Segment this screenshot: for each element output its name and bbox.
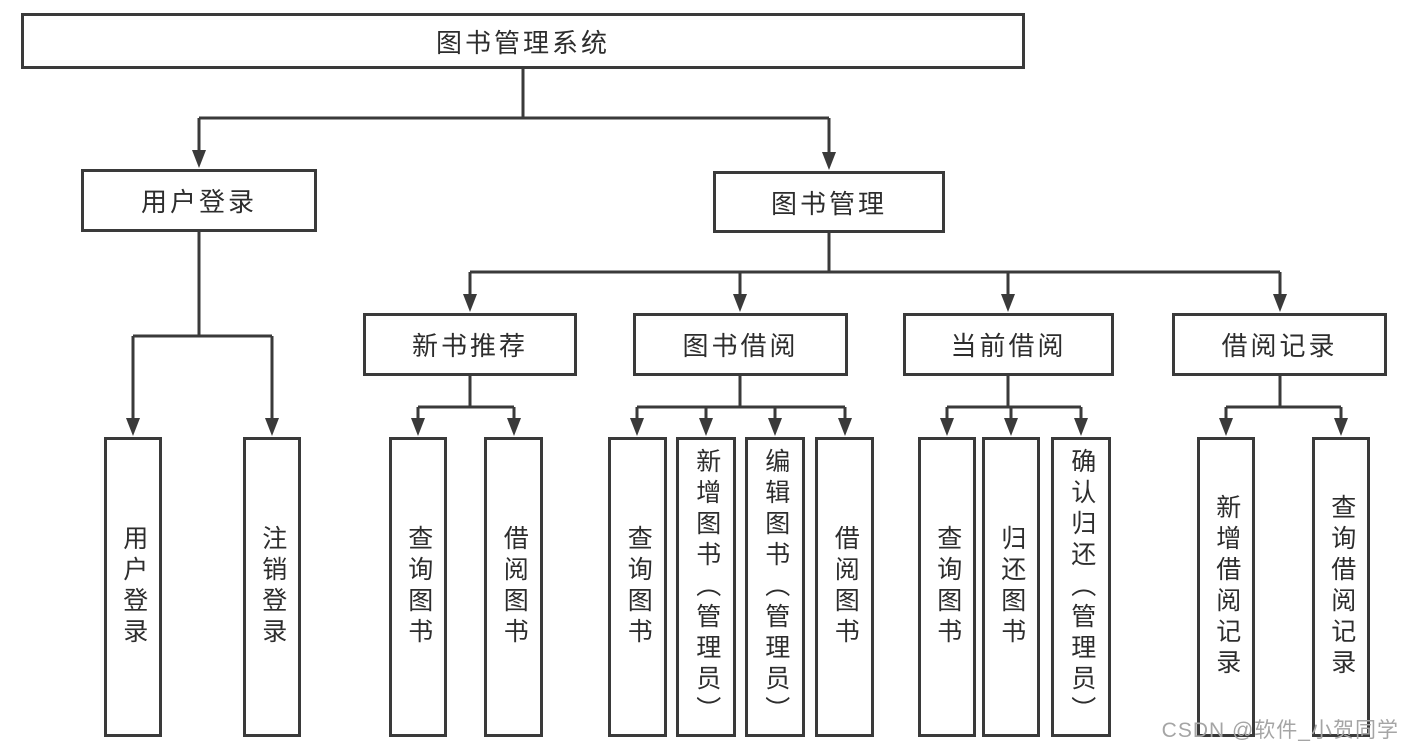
arrowhead-down-icon bbox=[126, 418, 140, 436]
arrowhead-down-icon bbox=[265, 418, 279, 436]
leaf-borrow-query-books: 查询图书 bbox=[608, 437, 667, 737]
arrowhead-down-icon bbox=[630, 418, 644, 436]
leaf-records-add-record: 新增借阅记录 bbox=[1197, 437, 1255, 737]
arrowhead-down-icon bbox=[1334, 418, 1348, 436]
leaf-current-return-books: 归还图书 bbox=[982, 437, 1040, 737]
watermark: CSDN @软件_小贺同学 bbox=[1161, 719, 1399, 742]
leaf-label: 借阅图书 bbox=[831, 525, 860, 649]
leaf-user-login: 用户登录 bbox=[104, 437, 162, 737]
leaf-label: 新增图书（管理员） bbox=[692, 447, 721, 727]
arrowhead-down-icon bbox=[1001, 294, 1015, 312]
node-current-borrow: 当前借阅 bbox=[903, 313, 1114, 376]
connector-borrow-records bbox=[1224, 376, 1343, 420]
node-new-book-recommend: 新书推荐 bbox=[363, 313, 577, 376]
arrowhead-down-icon bbox=[507, 418, 521, 436]
leaf-newbook-query-books: 查询图书 bbox=[389, 437, 447, 737]
leaf-label: 查询借阅记录 bbox=[1327, 494, 1356, 680]
leaf-label: 归还图书 bbox=[997, 525, 1026, 649]
node-borrow-records: 借阅记录 bbox=[1172, 313, 1387, 376]
arrowhead-down-icon bbox=[1004, 418, 1018, 436]
leaf-label: 确认归还（管理员） bbox=[1067, 447, 1096, 727]
arrowhead-down-icon bbox=[733, 294, 747, 312]
connector-book-management bbox=[468, 233, 1282, 296]
leaf-current-confirm-return-admin: 确认归还（管理员） bbox=[1051, 437, 1111, 737]
arrowhead-down-icon bbox=[940, 418, 954, 436]
connector-new-book bbox=[416, 376, 516, 420]
node-root-system: 图书管理系统 bbox=[21, 13, 1025, 69]
leaf-label: 查询图书 bbox=[624, 525, 653, 649]
leaf-logout: 注销登录 bbox=[243, 437, 301, 737]
leaf-records-query-record: 查询借阅记录 bbox=[1312, 437, 1370, 737]
connector-book-borrow bbox=[635, 376, 847, 420]
leaf-newbook-borrow-books: 借阅图书 bbox=[484, 437, 543, 737]
arrowhead-down-icon bbox=[1219, 418, 1233, 436]
leaf-label: 新增借阅记录 bbox=[1212, 494, 1241, 680]
arrowhead-down-icon bbox=[411, 418, 425, 436]
arrowhead-down-icon bbox=[768, 418, 782, 436]
leaf-label: 借阅图书 bbox=[500, 525, 529, 649]
arrowhead-down-icon bbox=[822, 152, 836, 170]
connector-user-login bbox=[131, 232, 274, 420]
arrowhead-down-icon bbox=[838, 418, 852, 436]
arrowhead-down-icon bbox=[699, 418, 713, 436]
leaf-label: 查询图书 bbox=[933, 525, 962, 649]
leaf-label: 查询图书 bbox=[404, 525, 433, 649]
node-user-login: 用户登录 bbox=[81, 169, 317, 232]
leaf-borrow-edit-books-admin: 编辑图书（管理员） bbox=[745, 437, 805, 737]
connector-root bbox=[197, 69, 831, 154]
leaf-borrow-add-books-admin: 新增图书（管理员） bbox=[676, 437, 736, 737]
node-book-management: 图书管理 bbox=[713, 171, 945, 233]
connector-current-borrow bbox=[945, 376, 1083, 420]
arrowhead-down-icon bbox=[463, 294, 477, 312]
arrowhead-down-icon bbox=[192, 150, 206, 168]
leaf-current-query-books: 查询图书 bbox=[918, 437, 976, 737]
arrowhead-down-icon bbox=[1273, 294, 1287, 312]
leaf-label: 注销登录 bbox=[258, 525, 287, 649]
leaf-label: 编辑图书（管理员） bbox=[761, 447, 790, 727]
leaf-label: 用户登录 bbox=[119, 525, 148, 649]
arrowhead-down-icon bbox=[1074, 418, 1088, 436]
node-book-borrow: 图书借阅 bbox=[633, 313, 848, 376]
leaf-borrow-borrow-books: 借阅图书 bbox=[815, 437, 874, 737]
